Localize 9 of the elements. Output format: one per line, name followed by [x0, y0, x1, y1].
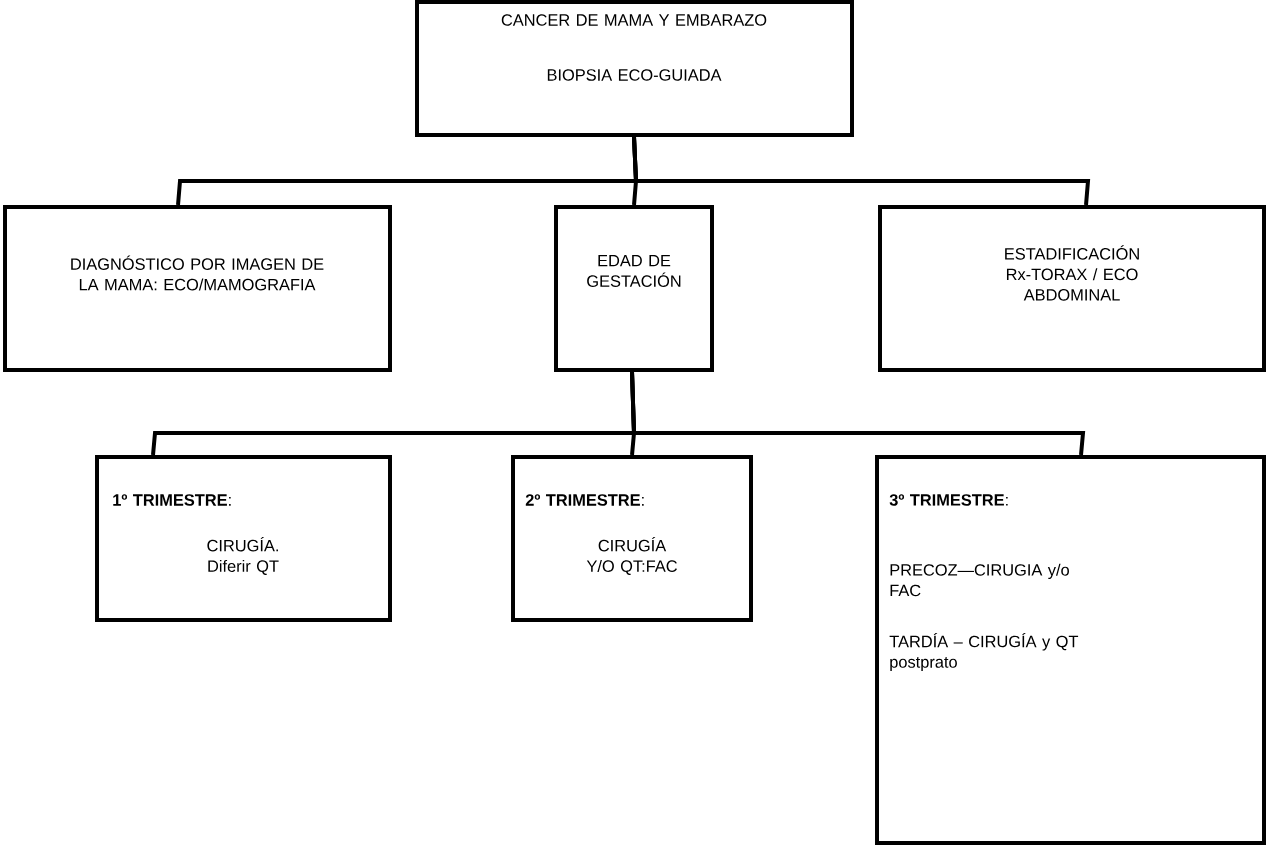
- process-box: 1º TRIMESTRE: CIRUGÍA. Diferir QT: [95, 455, 392, 622]
- connector-line: [630, 371, 1086, 456]
- process-box: 3º TRIMESTRE: PRECOZ—CIRUGIA y/o FAC TARDÍA – CIRUGÍA y QT postprato: [875, 455, 1266, 845]
- process-box: EDAD DE GESTACIÓN: [554, 205, 714, 372]
- process-box: DIAGNÓSTICO POR IMAGEN DE LA MAMA: ECO/MAMOGRAFIA: [3, 205, 392, 372]
- process-box: ESTADIFICACIÓN Rx-TORAX / ECO ABDOMINAL: [878, 205, 1266, 372]
- process-box: 2º TRIMESTRE: CIRUGÍA Y/O QT:FAC: [511, 455, 753, 622]
- process-box: CANCER DE MAMA Y EMBARAZO BIOPSIA ECO-GUIADA: [415, 0, 854, 137]
- connector-line: [632, 136, 1091, 206]
